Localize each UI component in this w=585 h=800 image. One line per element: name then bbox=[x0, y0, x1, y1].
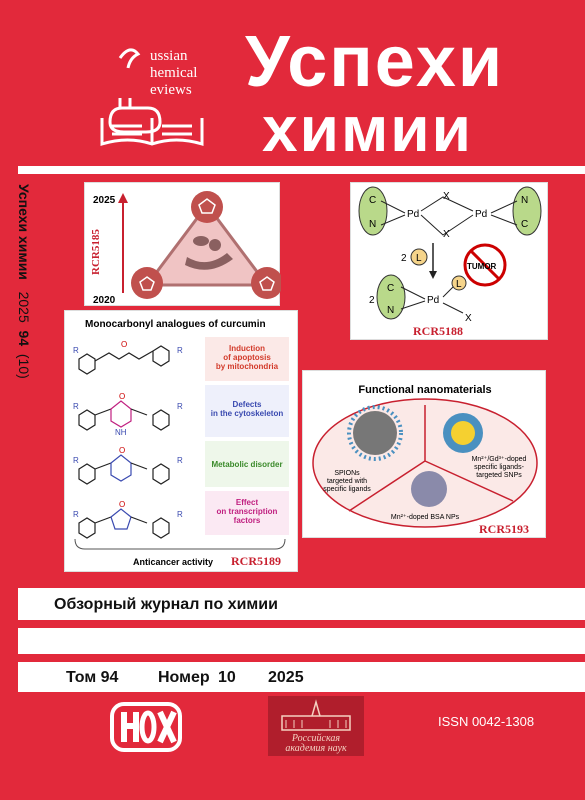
panel-rcr5185: 2025 2020 RCR5185 bbox=[84, 182, 283, 306]
r-group-4: R bbox=[177, 402, 183, 411]
logo-line-2: hemical bbox=[150, 65, 198, 81]
ras-logo: Российская академия наук bbox=[268, 696, 364, 756]
nh-label: NH bbox=[115, 428, 127, 437]
journal-subtitle: Обзорный журнал по химии bbox=[54, 596, 278, 613]
ligand-l: L bbox=[416, 253, 422, 264]
volume-bar bbox=[18, 662, 585, 692]
atom-n1: N bbox=[369, 219, 376, 230]
r-group-1: R bbox=[73, 346, 79, 355]
label-rcr5193: RCR5193 bbox=[479, 522, 529, 536]
spine-text: Успехи химии 2025 94 (10) bbox=[16, 184, 32, 584]
issue-number: 10 bbox=[218, 669, 236, 686]
logo-line-3: eviews bbox=[150, 82, 192, 98]
oxygen-1: O bbox=[121, 340, 127, 349]
label-rcr5188: RCR5188 bbox=[413, 324, 463, 338]
oxygen-2: O bbox=[119, 392, 125, 401]
spine-volume: 94 bbox=[16, 330, 32, 347]
spine: Успехи химии 2025 94 (10) bbox=[0, 184, 32, 586]
spion-particle-icon bbox=[353, 411, 397, 455]
heterocycle-node-top bbox=[191, 191, 223, 223]
volume-label: Том 94 bbox=[66, 669, 119, 686]
divider-top bbox=[18, 166, 585, 174]
heterocycle-node-left bbox=[131, 267, 163, 299]
hand-pill-icon bbox=[185, 253, 233, 270]
bottom-caption: Mn²⁺-doped BSA NPs bbox=[391, 514, 460, 521]
prod-n: N bbox=[387, 305, 394, 316]
ras-line1: Российская bbox=[291, 733, 341, 744]
label-rcr5185: RCR5185 bbox=[90, 229, 102, 275]
spine-year: 2025 bbox=[16, 291, 32, 323]
rcr-logo-text: ussian hemical eviews bbox=[150, 48, 197, 99]
heterocycle-node-right bbox=[251, 267, 283, 299]
prod-c: C bbox=[387, 283, 394, 294]
triangle-diagram: 2025 2020 RCR5185 bbox=[90, 191, 283, 306]
r-group-2: R bbox=[177, 346, 183, 355]
r-group-6: R bbox=[177, 456, 183, 465]
ioh-logo-icon bbox=[110, 702, 182, 752]
r-group-8: R bbox=[177, 510, 183, 519]
r-group-3: R bbox=[73, 402, 79, 411]
year-top: 2025 bbox=[93, 195, 116, 206]
atom-n2: N bbox=[521, 195, 528, 206]
issue-year: 2025 bbox=[268, 669, 304, 686]
subtitle-bar bbox=[18, 588, 585, 620]
effect-box-3 bbox=[205, 441, 289, 487]
effect-box-1 bbox=[205, 337, 289, 381]
issn: ISSN 0042-1308 bbox=[438, 714, 535, 729]
product-coef: 2 bbox=[369, 295, 375, 306]
journal-title-line2: химии bbox=[262, 93, 473, 165]
effect-3: Metabolic disorder bbox=[211, 460, 282, 469]
atom-pd2: Pd bbox=[475, 209, 487, 220]
panel-rcr5188: C N Pd X Pd X N C 2 L TUMOR 2 C N Pd L X bbox=[350, 182, 548, 340]
prod-x: X bbox=[465, 313, 472, 324]
oxygen-3: O bbox=[119, 446, 125, 455]
pd-complex-scheme: C N Pd X Pd X N C 2 L TUMOR 2 C N Pd L X bbox=[358, 186, 542, 338]
atom-x2: X bbox=[443, 229, 450, 240]
bsa-particle-icon bbox=[411, 471, 447, 507]
atom-c1: C bbox=[369, 195, 376, 206]
r-group-7: R bbox=[73, 510, 79, 519]
r-group-5: R bbox=[73, 456, 79, 465]
label-rcr5189: RCR5189 bbox=[231, 554, 281, 568]
panel-rcr5189: Monocarbonyl analogues of curcumin Induc… bbox=[64, 310, 298, 572]
nano-title: Functional nanomaterials bbox=[358, 384, 491, 396]
rcr-logo-icon bbox=[100, 48, 204, 147]
prod-l: L bbox=[456, 279, 462, 290]
blank-bar bbox=[18, 628, 585, 654]
ras-line2: академия наук bbox=[285, 743, 347, 754]
tumor-label: TUMOR bbox=[467, 262, 497, 271]
issue-label: Номер bbox=[158, 669, 210, 686]
atom-x1: X bbox=[443, 191, 450, 202]
spine-issue: (10) bbox=[16, 353, 32, 379]
oxygen-4: O bbox=[119, 500, 125, 509]
curcumin-analogues-scheme: Monocarbonyl analogues of curcumin Induc… bbox=[73, 319, 289, 568]
atom-c2: C bbox=[521, 219, 528, 230]
logo-line-1: ussian bbox=[150, 48, 188, 64]
journal-title-line1: Успехи bbox=[245, 22, 505, 102]
effect-box-2 bbox=[205, 385, 289, 437]
ras-building-icon bbox=[281, 699, 351, 731]
atom-pd1: Pd bbox=[407, 209, 419, 220]
effect-box-4 bbox=[205, 491, 289, 535]
spine-name: Успехи химии bbox=[16, 184, 32, 280]
panel-title: Monocarbonyl analogues of curcumin bbox=[85, 319, 266, 330]
step-coef: 2 bbox=[401, 253, 407, 264]
footer-label: Anticancer activity bbox=[133, 557, 213, 567]
prod-pd: Pd bbox=[427, 295, 439, 306]
year-bottom: 2020 bbox=[93, 295, 116, 306]
